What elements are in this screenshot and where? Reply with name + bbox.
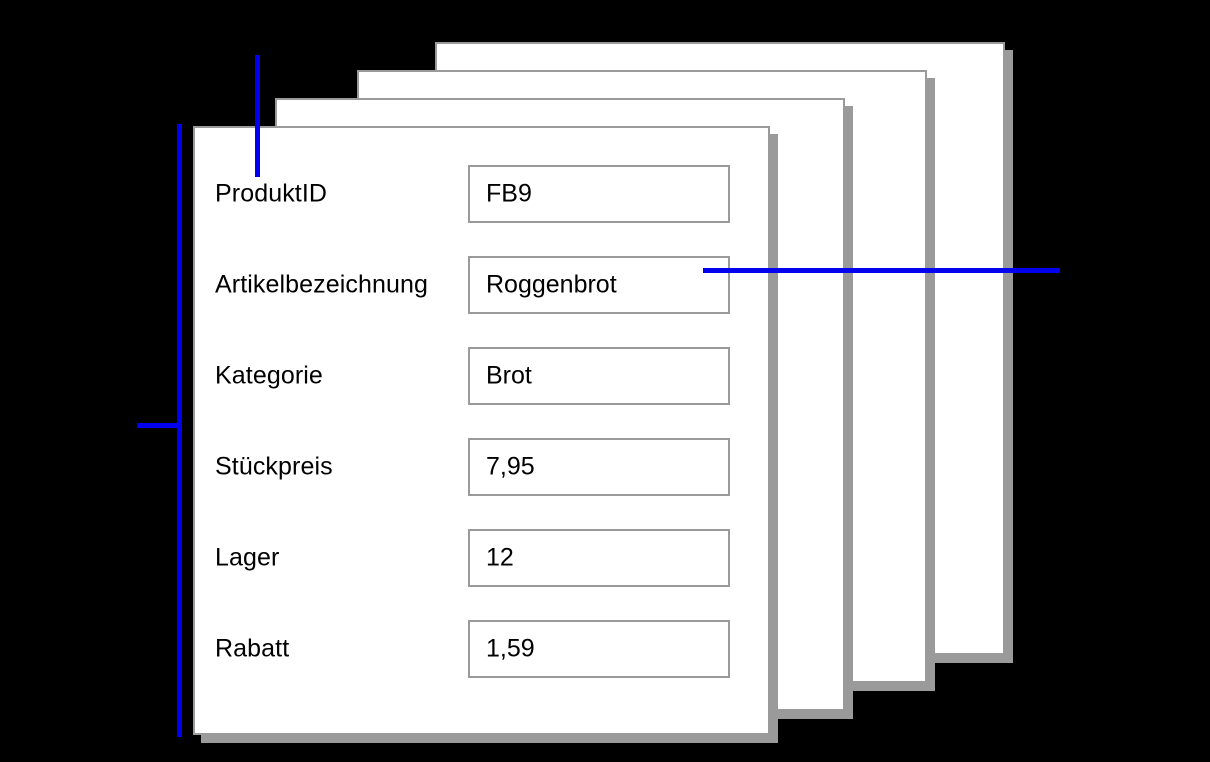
field-input-artikelbezeichnung[interactable]: Roggenbrot xyxy=(468,256,730,314)
annotation-line-right xyxy=(703,268,1060,273)
field-value-artikelbezeichnung: Roggenbrot xyxy=(486,270,617,299)
field-input-stueckpreis[interactable]: 7,95 xyxy=(468,438,730,496)
field-value-produktid: FB9 xyxy=(486,179,532,208)
field-value-rabatt: 1,59 xyxy=(486,634,535,663)
field-input-kategorie[interactable]: Brot xyxy=(468,347,730,405)
annotation-tick-left xyxy=(137,423,182,428)
field-value-lager: 12 xyxy=(486,543,514,572)
annotation-line-left xyxy=(177,124,182,737)
field-input-produktid[interactable]: FB9 xyxy=(468,165,730,223)
field-input-rabatt[interactable]: 1,59 xyxy=(468,620,730,678)
annotation-line-top xyxy=(255,55,260,177)
field-value-kategorie: Brot xyxy=(486,361,532,390)
field-value-stueckpreis: 7,95 xyxy=(486,452,535,481)
field-input-lager[interactable]: 12 xyxy=(468,529,730,587)
